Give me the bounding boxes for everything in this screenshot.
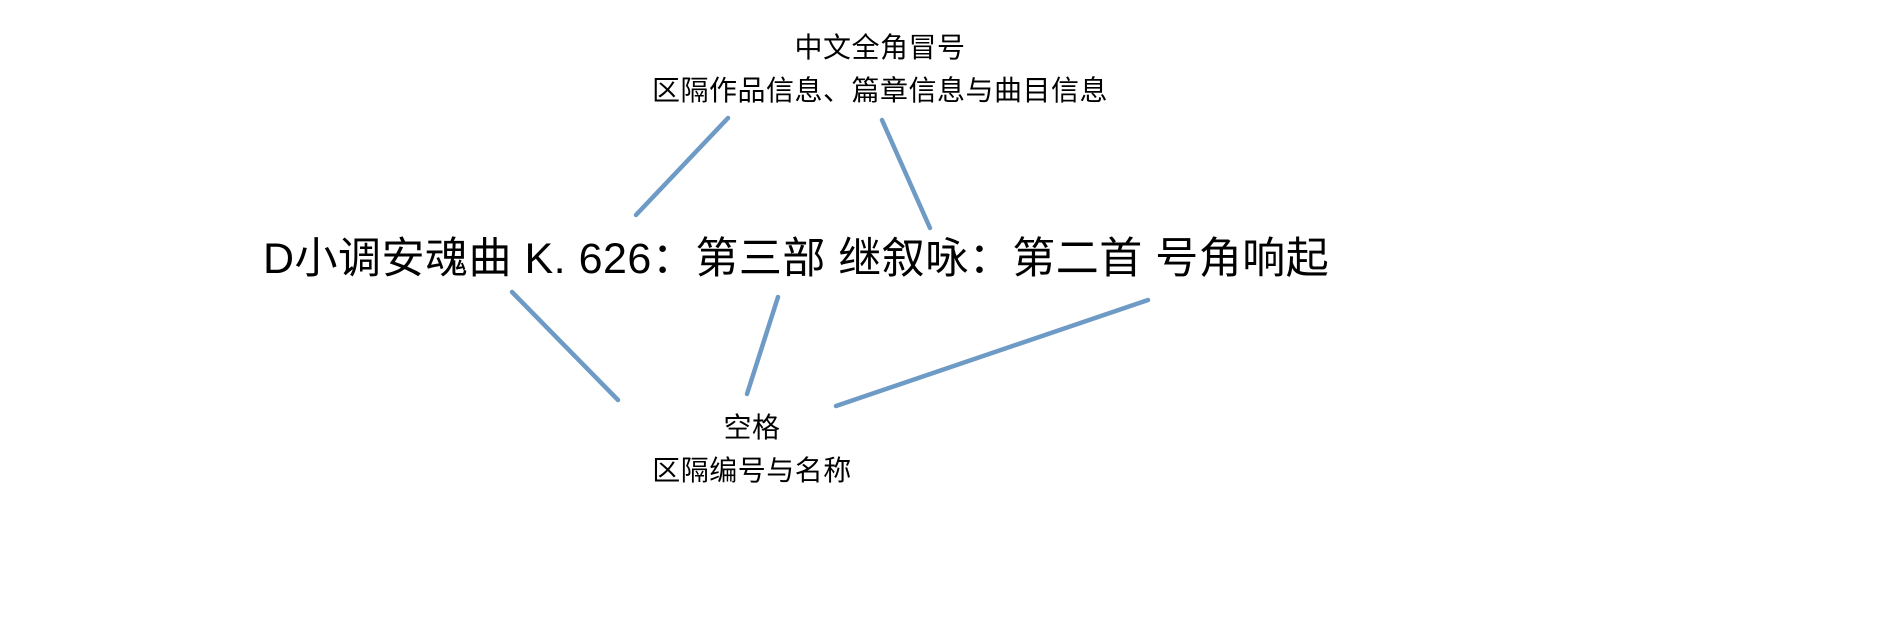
bottom-annotation: 空格 区隔编号与名称 — [352, 406, 1152, 492]
bottom-annotation-line2: 区隔编号与名称 — [652, 455, 852, 486]
top-annotation-line1: 中文全角冒号 — [794, 32, 966, 63]
connector-first-space-to-bottom — [509, 289, 621, 403]
track-title: D小调安魂曲 K. 626：第三部 继叙咏：第二首 号角响起 — [263, 235, 1330, 283]
top-annotation: 中文全角冒号 区隔作品信息、篇章信息与曲目信息 — [380, 26, 1380, 112]
bottom-annotation-line1: 空格 — [723, 412, 781, 443]
connector-top-to-first-colon — [633, 115, 731, 218]
connector-second-space-to-bottom — [744, 294, 781, 397]
top-annotation-line2: 区隔作品信息、篇章信息与曲目信息 — [651, 75, 1108, 106]
connector-third-space-to-bottom — [833, 297, 1151, 409]
connector-top-to-second-colon — [879, 117, 933, 231]
